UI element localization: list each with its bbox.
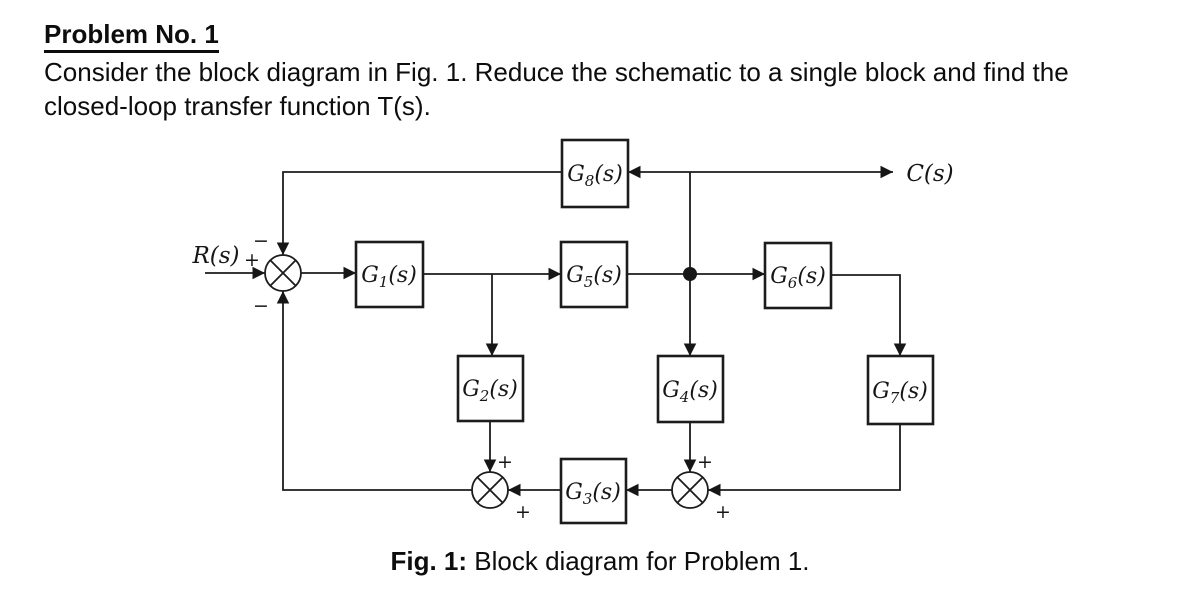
problem-statement: Consider the block diagram in Fig. 1. Re… (44, 55, 1069, 123)
problem-statement-line2: closed-loop transfer function T(s). (44, 91, 431, 121)
sum3-bottom-plus-sign: + (715, 501, 731, 523)
block-g2-box (456, 354, 525, 423)
block-g1-box (354, 240, 425, 309)
sum-junction-3 (671, 471, 709, 509)
figure-caption: Fig. 1: Block diagram for Problem 1. (0, 546, 1200, 577)
block-g5: G5(s) (559, 240, 629, 309)
problem-title-text: Problem No. 1 (44, 19, 219, 53)
wire-g8-to-sum1-top (276, 171, 562, 255)
block-g2-label: G2(s) (462, 377, 518, 405)
pickoff-dot (683, 267, 697, 281)
sum2-x2 (476, 476, 504, 504)
block-g8-label: G8(s) (567, 162, 623, 190)
block-g6-label: G6(s) (770, 264, 826, 292)
sum1-bottom-minus-sign: − (253, 295, 269, 317)
output-label: C(s) (906, 161, 953, 187)
wire-g7-to-sum3 (708, 424, 901, 497)
block-g4-box (656, 354, 725, 424)
sum1-x2 (269, 259, 297, 287)
block-g7-box (866, 354, 935, 426)
block-g2: G2(s) (456, 354, 525, 423)
sum1-plus-sign: + (244, 249, 260, 271)
sum-junction-2 (471, 471, 509, 509)
problem-title: Problem No. 1 (44, 19, 219, 53)
input-label: R(s) (191, 243, 239, 269)
block-g3-box (559, 457, 628, 525)
wire-g6-to-g7 (831, 274, 907, 356)
sum2-top-plus-sign: + (497, 451, 513, 473)
sum-junction-1 (264, 254, 302, 292)
block-g1: G1(s) (354, 240, 425, 309)
block-g8: G8(s) (560, 138, 630, 209)
problem-statement-line1: Consider the block diagram in Fig. 1. Re… (44, 57, 1069, 87)
block-g4: G4(s) (656, 354, 725, 424)
sum2-bottom-plus-sign: + (515, 501, 531, 523)
sum3-x2 (676, 476, 704, 504)
block-g3: G3(s) (559, 457, 628, 525)
block-g6-box (763, 241, 833, 310)
figure-caption-prefix: Fig. 1: (390, 546, 468, 576)
block-g5-box (559, 240, 629, 309)
sum3-top-plus-sign: + (697, 451, 713, 473)
block-g7: G7(s) (866, 354, 935, 426)
block-g4-label: G4(s) (662, 378, 718, 406)
figure-caption-text: Block diagram for Problem 1. (467, 546, 810, 576)
block-g7-label: G7(s) (872, 379, 928, 407)
signal-wires (205, 165, 907, 497)
block-g8-box (560, 138, 630, 209)
block-g5-label: G5(s) (566, 263, 622, 291)
wire-sum2-to-sum1-bottom (276, 291, 472, 491)
block-g1-label: G1(s) (361, 263, 417, 291)
sum1-top-minus-sign: − (253, 230, 269, 252)
block-g3-label: G3(s) (565, 480, 621, 508)
block-g6: G6(s) (763, 241, 833, 310)
